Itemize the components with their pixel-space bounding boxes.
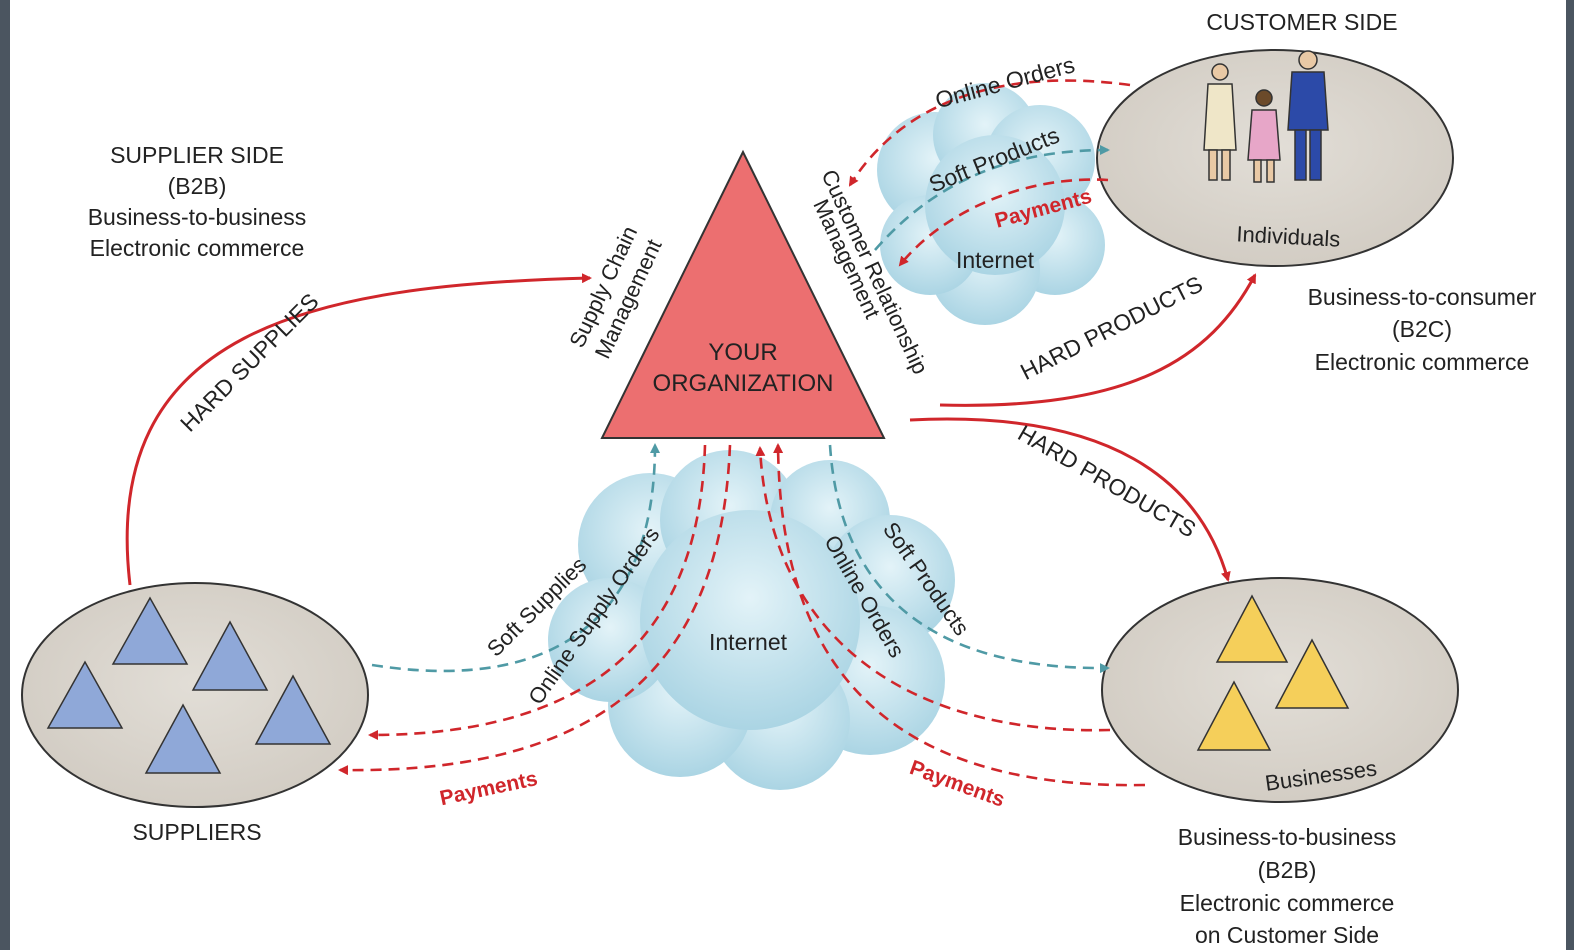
suppliers-label: SUPPLIERS bbox=[132, 819, 261, 845]
hard-supplies-label: HARD SUPPLIES bbox=[175, 288, 324, 437]
b2c-line2: (B2C) bbox=[1392, 316, 1452, 342]
internet-cloud-top bbox=[877, 83, 1105, 325]
hard-products-bottom-arrow bbox=[909, 417, 1231, 582]
supplier-triangles bbox=[46, 596, 332, 774]
internet-bottom-label: Internet bbox=[709, 629, 788, 655]
b2c-line3: Electronic commerce bbox=[1315, 349, 1530, 375]
ecommerce-diagram: YOUR ORGANIZATION Supply Chain Managemen… bbox=[21, 9, 1537, 948]
hard-products-bottom-label: HARD PRODUCTS bbox=[1014, 420, 1201, 543]
supplier-side-b2b: (B2B) bbox=[168, 173, 227, 199]
customer-side-heading: CUSTOMER SIDE bbox=[1206, 9, 1397, 35]
individuals-label: Individuals bbox=[1236, 221, 1341, 251]
soft-supplies-arrow bbox=[371, 443, 660, 673]
hard-supplies-arrow bbox=[125, 273, 592, 586]
soft-products-bottom-arrow bbox=[828, 444, 1110, 674]
payments-top-arrow bbox=[898, 178, 1109, 267]
internet-cloud-bottom bbox=[548, 450, 955, 790]
b2b-customer-line4: on Customer Side bbox=[1195, 922, 1379, 948]
payments-right-label: Payments bbox=[907, 756, 1008, 812]
payments-left-arrow bbox=[338, 444, 732, 776]
business-triangles bbox=[1196, 594, 1350, 751]
organization-triangle bbox=[600, 149, 886, 439]
b2b-customer-line2: (B2B) bbox=[1258, 857, 1317, 883]
online-orders-top-arrow bbox=[848, 79, 1131, 187]
supplier-side-heading: SUPPLIER SIDE bbox=[110, 142, 284, 168]
payments-left-label: Payments bbox=[438, 767, 540, 810]
b2b-customer-line3: Electronic commerce bbox=[1180, 890, 1395, 916]
payments-right-arrow bbox=[773, 443, 1146, 787]
suppliers-ellipse bbox=[21, 582, 369, 808]
b2b-customer-line1: Business-to-business bbox=[1178, 824, 1397, 850]
supplier-side-line3: Business-to-business bbox=[88, 204, 307, 230]
org-label-line1: YOUR bbox=[708, 339, 777, 366]
org-label-line2: ORGANIZATION bbox=[653, 370, 834, 397]
supplier-side-line4: Electronic commerce bbox=[90, 235, 305, 261]
hard-products-top-arrow bbox=[939, 273, 1257, 407]
businesses-ellipse bbox=[1101, 577, 1459, 803]
soft-products-top-arrow bbox=[874, 145, 1110, 251]
diagram-canvas: YOUR ORGANIZATION Supply Chain Managemen… bbox=[10, 0, 1566, 950]
online-orders-bottom-arrow bbox=[755, 446, 1111, 732]
individuals-figures bbox=[1203, 50, 1329, 183]
internet-top-label: Internet bbox=[956, 247, 1035, 273]
b2c-line1: Business-to-consumer bbox=[1308, 284, 1537, 310]
